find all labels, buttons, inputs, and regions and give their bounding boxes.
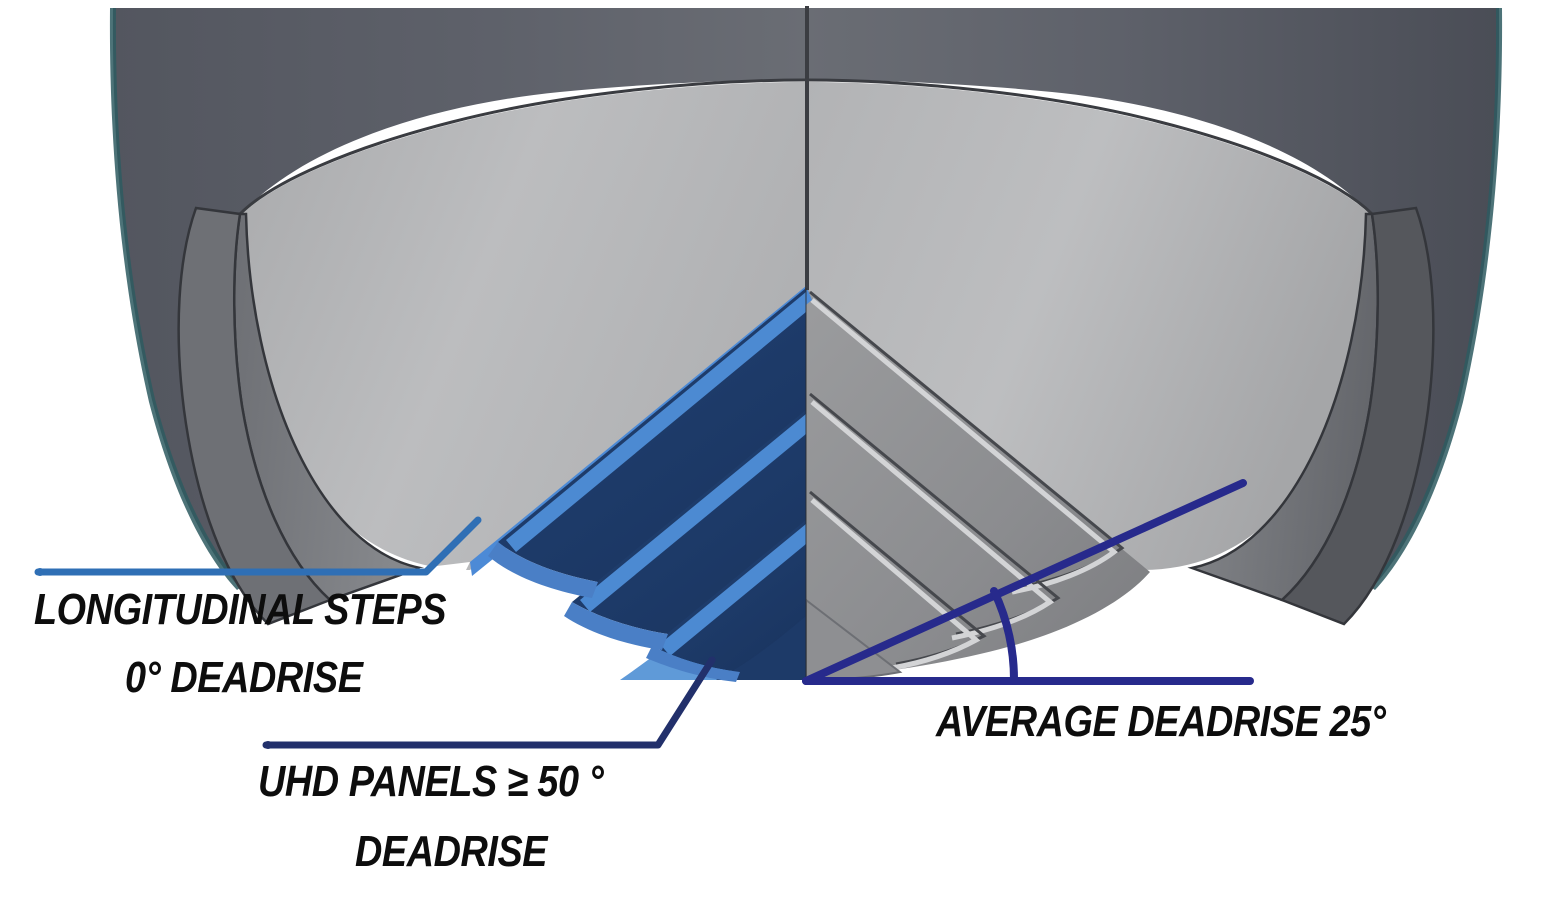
- teal-trim-right: [1369, 8, 1503, 590]
- step-ridge-right-3-hi: [810, 498, 981, 671]
- chine-outer-face-left: [177, 206, 333, 626]
- sheerline-right: [805, 78, 1374, 216]
- hull-topside-left: [112, 8, 807, 588]
- step-riser-2: [564, 602, 668, 650]
- leader-line-uhd-panels: [262, 656, 716, 749]
- chine-outer-face-right: [1279, 206, 1435, 626]
- uhd-panel-1-highlight: [506, 292, 806, 552]
- deadrise-angle-ray: [802, 479, 1247, 685]
- label-uhd-panels-line2: DEADRISE: [355, 827, 548, 876]
- uhd-panel-3-highlight: [660, 524, 806, 656]
- hull-notch-left: [400, 562, 470, 588]
- uhd-panel-2-highlight: [580, 414, 806, 612]
- keel-panel-left-blue: [716, 616, 806, 680]
- leader-dot-uhd-panels: [264, 741, 272, 749]
- step-riser-1: [488, 542, 598, 598]
- deadrise-angle-arc: [990, 587, 1019, 685]
- label-longitudinal-steps-line1: LONGITUDINAL STEPS: [34, 585, 447, 634]
- hull-inner-shell-left: [240, 82, 806, 570]
- label-longitudinal-steps-line2: 0° DEADRISE: [125, 653, 363, 702]
- sheerline-left: [238, 78, 807, 216]
- hull-topside-right: [806, 8, 1500, 588]
- leader-line-longitudinal-steps: [34, 516, 482, 576]
- step-riser-3: [646, 646, 740, 682]
- step-ridge-right-1-hi: [810, 298, 1119, 595]
- label-average-deadrise: AVERAGE DEADRISE 25°: [936, 697, 1386, 746]
- label-uhd-panels-line1: UHD PANELS ≥ 50 °: [258, 757, 604, 806]
- hull-inner-shell-right: [806, 82, 1372, 570]
- leader-dot-longitudinal-steps: [36, 568, 44, 576]
- teal-trim-left: [109, 8, 244, 590]
